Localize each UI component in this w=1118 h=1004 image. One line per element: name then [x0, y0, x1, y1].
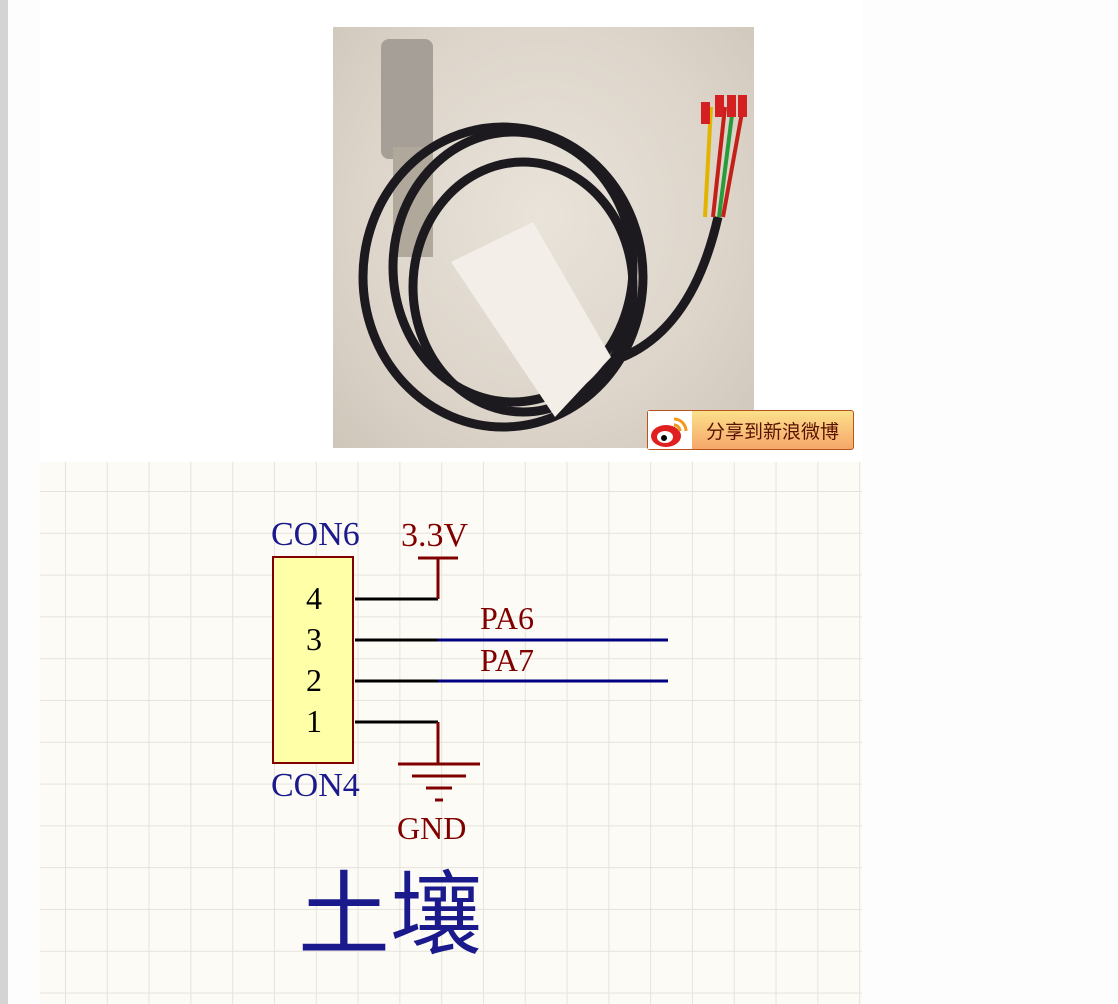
pin-label: 1 [306, 703, 322, 739]
share-to-weibo-button[interactable]: 分享到新浪微博 [647, 410, 854, 450]
power-symbol [418, 556, 458, 599]
weibo-icon [648, 411, 692, 449]
ground-symbol [398, 722, 480, 802]
connector-bottom-label: CON4 [271, 767, 360, 804]
net-label-pa7: PA7 [480, 642, 534, 678]
ground-label: GND [397, 810, 467, 846]
pin-label: 4 [306, 580, 322, 616]
pin-label: 3 [306, 621, 322, 657]
share-label: 分享到新浪微博 [705, 420, 839, 443]
soil-sensor-image [358, 39, 747, 432]
sensor-photo [333, 27, 754, 448]
connector-top-label: CON6 [271, 516, 360, 553]
schematic-wires [272, 556, 668, 802]
connector-body [272, 556, 354, 764]
power-label: 3.3V [401, 517, 469, 554]
scrollbar-left [0, 0, 8, 1004]
schematic-diagram: CON6 CON4 4 3 2 1 3.3V PA6 PA7 GND 土壤 [40, 462, 862, 1004]
net-label-pa6: PA6 [480, 600, 534, 636]
pin-label: 2 [306, 662, 322, 698]
schematic-title: 土壤 [298, 862, 483, 969]
